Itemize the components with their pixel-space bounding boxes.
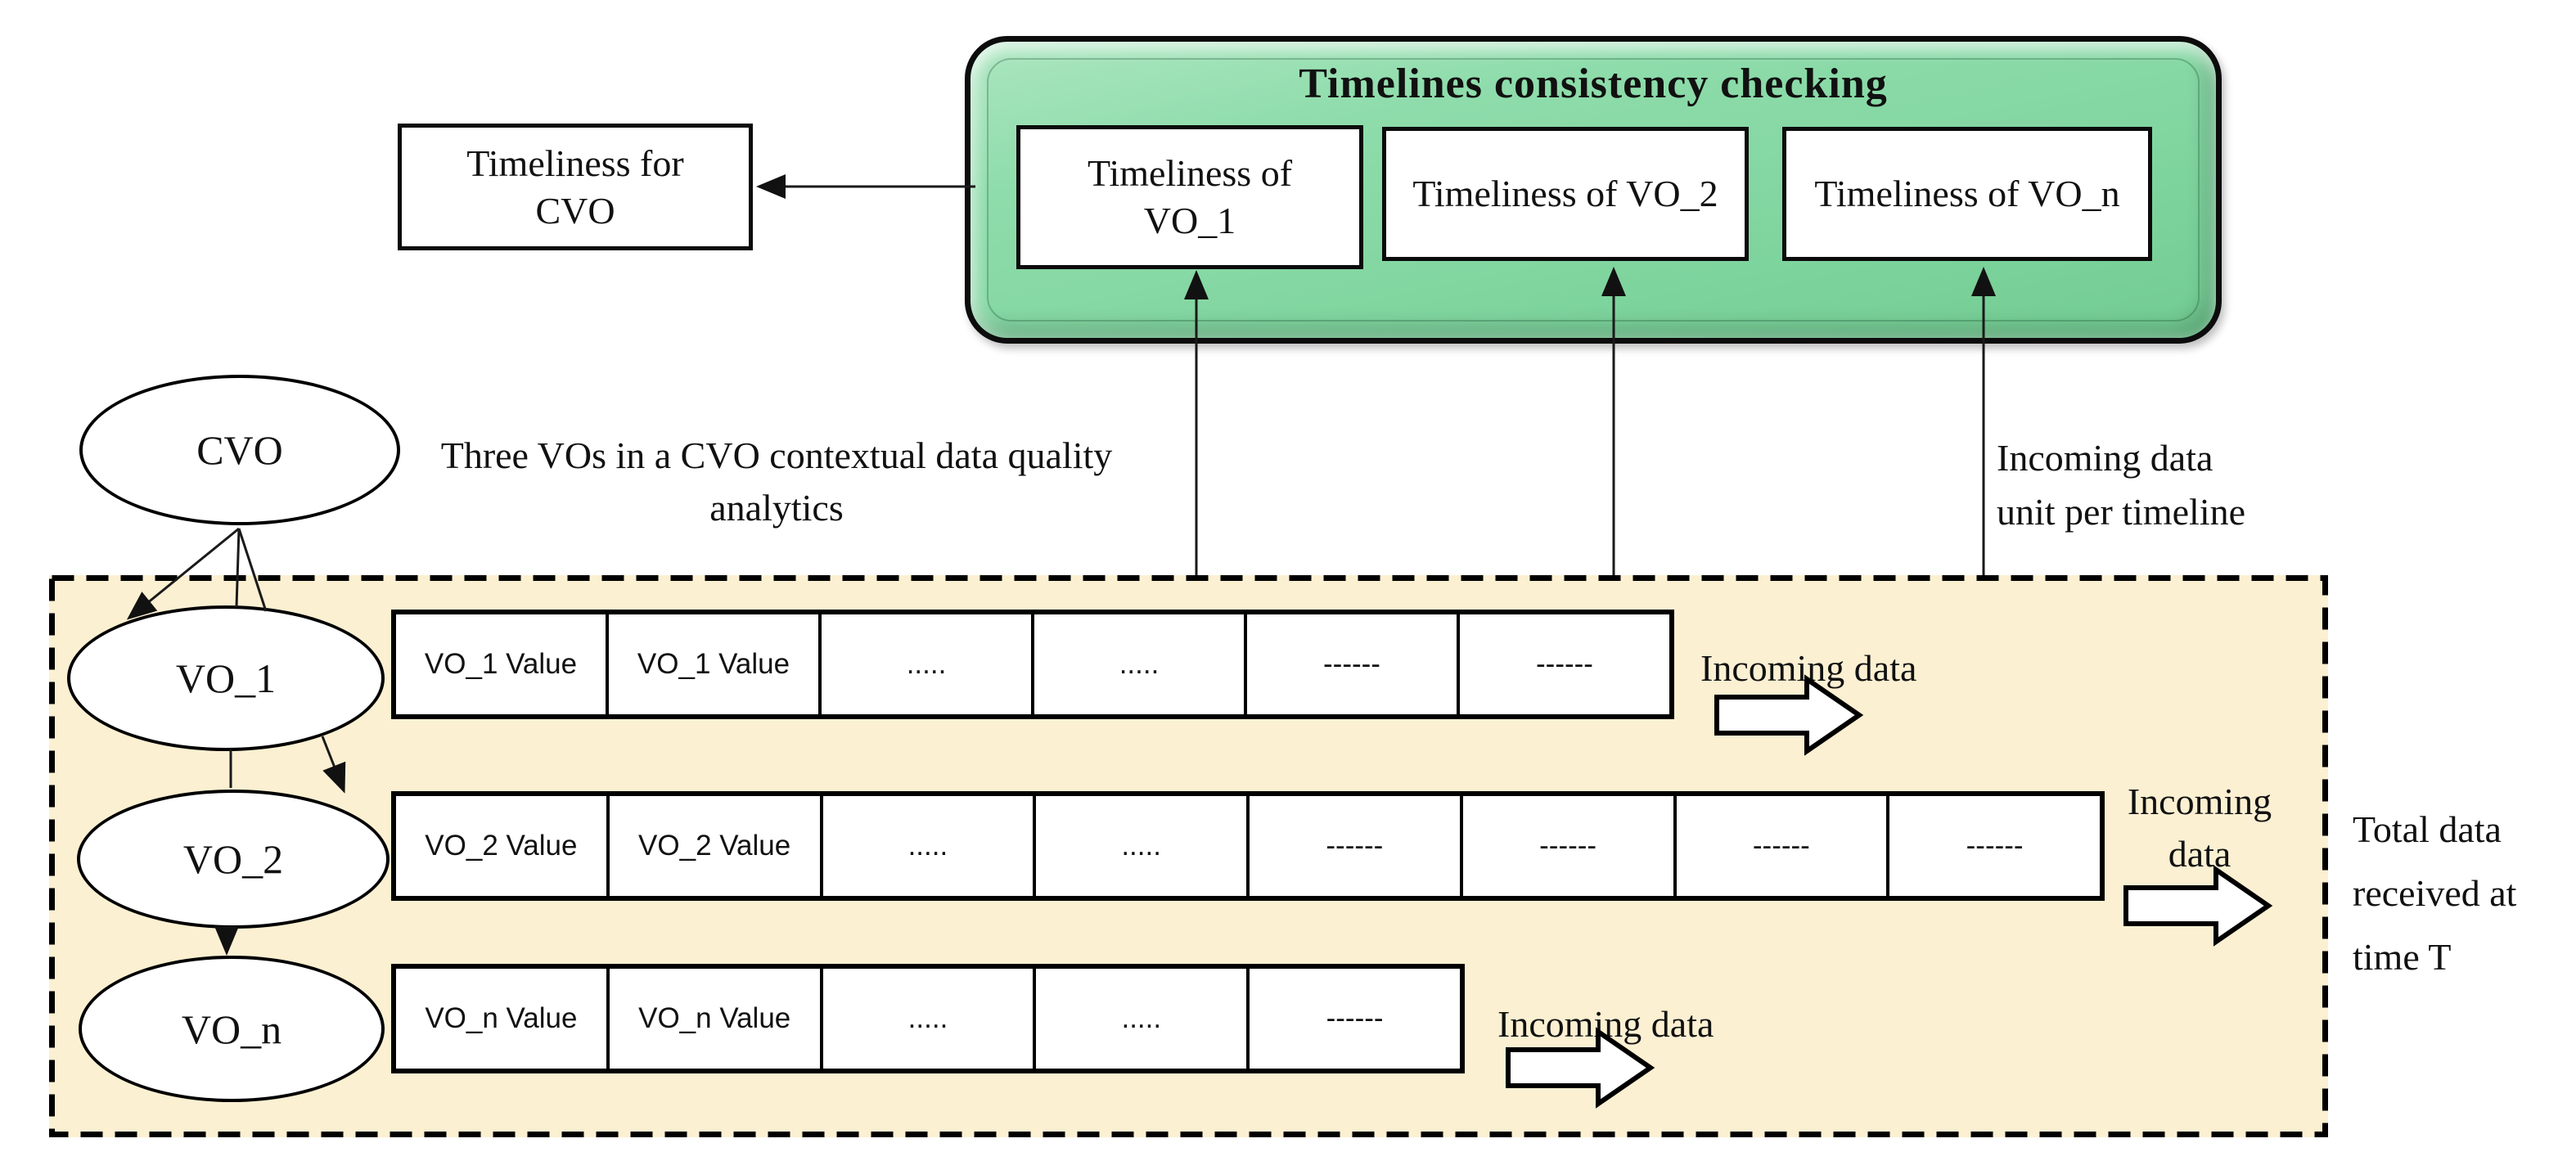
timeliness-von-box: Timeliness of VO_n xyxy=(1782,127,2152,261)
vo2-node-label: VO_2 xyxy=(182,836,284,882)
incoming-data-vo2-line1: Incoming xyxy=(2127,781,2272,822)
total-data-label: Total data received at time T xyxy=(2353,798,2516,989)
vo2-node: VO_2 xyxy=(77,790,390,929)
von-node: VO_n xyxy=(79,956,385,1102)
cvo-caption: Three VOs in a CVO contextual data quali… xyxy=(351,430,1202,534)
vo1-node: VO_1 xyxy=(67,605,385,751)
incoming-unit-line2: unit per timeline xyxy=(1997,491,2246,533)
timeliness-for-cvo-box: Timeliness for CVO xyxy=(398,124,753,250)
cvo-node: CVO xyxy=(79,375,400,525)
timeliness-vo2-box: Timeliness of VO_2 xyxy=(1382,127,1749,261)
timeliness-for-cvo-line1: Timeliness for xyxy=(466,142,684,184)
timeline-cell: VO_1 Value xyxy=(396,614,606,714)
timeliness-vo2-label: Timeliness of VO_2 xyxy=(1412,173,1718,214)
incoming-unit-label: Incoming data unit per timeline xyxy=(1997,431,2245,539)
von-node-label: VO_n xyxy=(181,1006,282,1052)
timeline-cell: ..... xyxy=(1033,796,1246,896)
cvo-caption-line2: analytics xyxy=(709,487,844,529)
von-timeline-row: VO_n Value VO_n Value ..... ..... ------ xyxy=(391,964,1465,1073)
timeline-cell: ------ xyxy=(1457,614,1669,714)
incoming-data-vo2-line2: data xyxy=(2168,833,2231,875)
timeline-cell: ------ xyxy=(1459,796,1673,896)
timeline-cell: VO_n Value xyxy=(606,969,820,1069)
timeliness-vo1-line2: VO_1 xyxy=(1143,200,1236,241)
vo1-node-label: VO_1 xyxy=(175,655,277,701)
timeline-cell: ------ xyxy=(1886,796,2100,896)
timeliness-von-label: Timeliness of VO_n xyxy=(1814,173,2120,214)
timeline-cell: ------ xyxy=(1246,969,1460,1069)
total-data-line2: received at xyxy=(2353,872,2517,914)
vo1-timeline-row: VO_1 Value VO_1 Value ..... ..... ------… xyxy=(391,610,1674,719)
timelines-consistency-panel: Timelines consistency checking Timelines… xyxy=(965,36,2222,344)
cvo-caption-line1: Three VOs in a CVO contextual data quali… xyxy=(440,434,1113,476)
cvo-node-label: CVO xyxy=(196,427,283,473)
incoming-unit-line1: Incoming data xyxy=(1997,437,2213,479)
timeline-cell: VO_2 Value xyxy=(396,796,606,896)
incoming-data-vo1-label: Incoming data xyxy=(1700,647,1917,689)
timeline-cell: ..... xyxy=(819,796,1034,896)
vo2-timeline-row: VO_2 Value VO_2 Value ..... ..... ------… xyxy=(391,791,2105,901)
timeline-cell: ..... xyxy=(1031,614,1244,714)
timeliness-vo1-line1: Timeliness of xyxy=(1087,152,1293,194)
timeliness-vo1-box: Timeliness of VO_1 xyxy=(1016,125,1363,269)
timeline-cell: ..... xyxy=(819,969,1034,1069)
timeline-cell: VO_1 Value xyxy=(606,614,818,714)
timeline-cell: ..... xyxy=(818,614,1031,714)
panel-title: Timelines consistency checking xyxy=(1299,61,1888,107)
incoming-data-von-label: Incoming data xyxy=(1497,1003,1714,1045)
timeline-cell: ------ xyxy=(1246,796,1460,896)
timeline-cell: VO_n Value xyxy=(396,969,606,1069)
timeliness-for-cvo-line2: CVO xyxy=(535,189,615,232)
timeline-cell: VO_2 Value xyxy=(606,796,820,896)
total-data-line1: Total data xyxy=(2353,808,2502,850)
timeline-cell: ------ xyxy=(1673,796,1887,896)
total-data-line3: time T xyxy=(2353,936,2452,978)
incoming-data-vo2-label: Incoming data xyxy=(2110,776,2290,880)
timeline-cell: ..... xyxy=(1033,969,1247,1069)
timeline-cell: ------ xyxy=(1244,614,1457,714)
